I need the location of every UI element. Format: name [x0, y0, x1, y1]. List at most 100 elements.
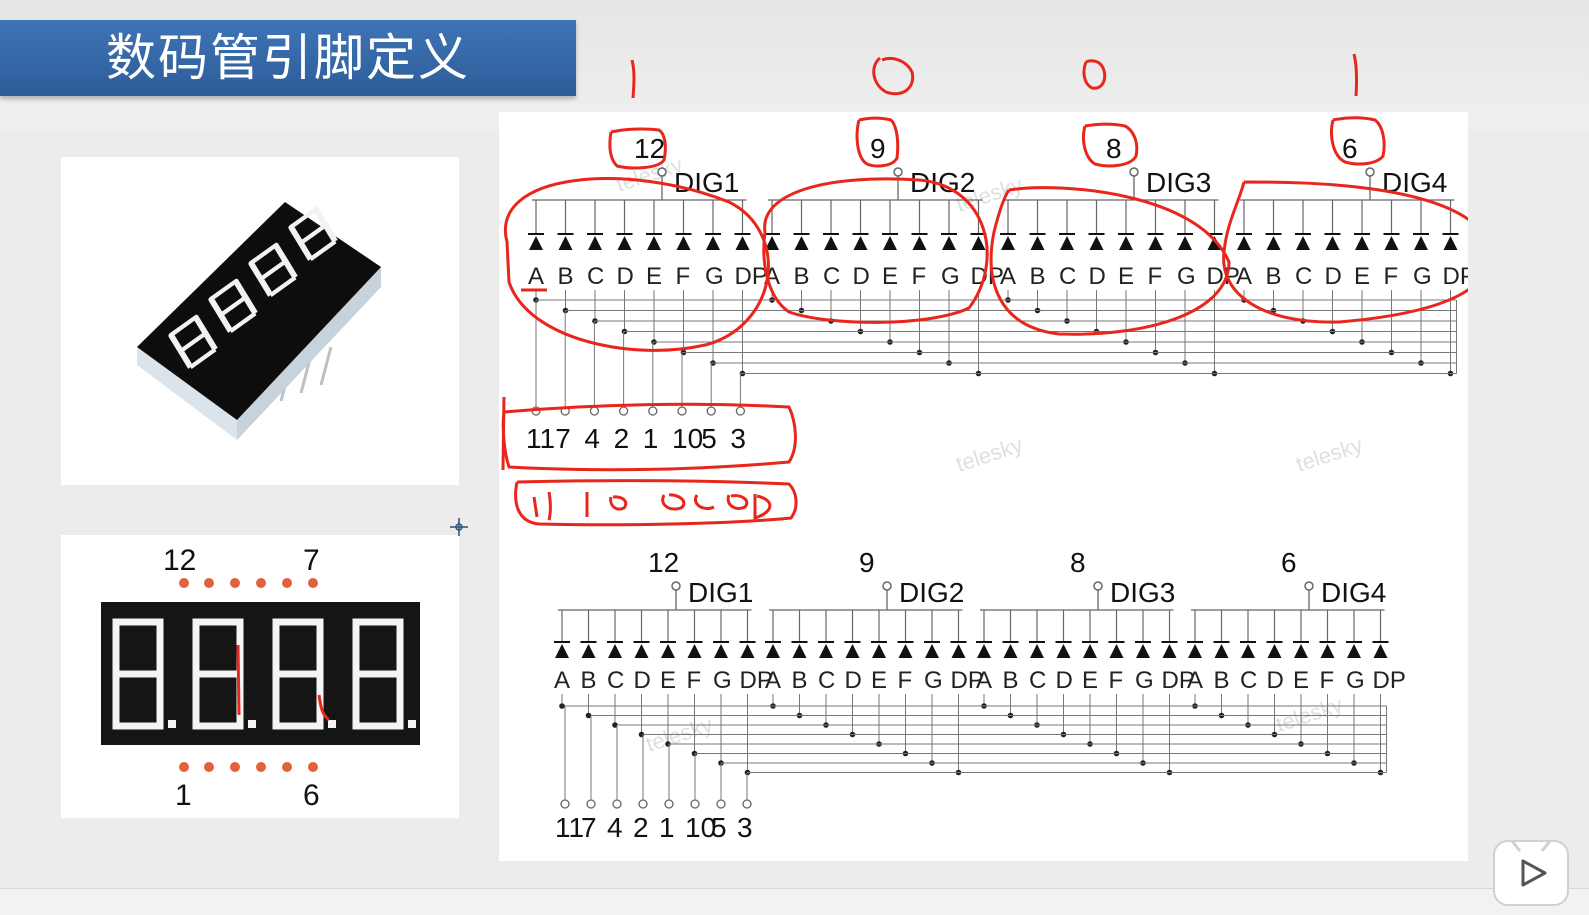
segment-label: A: [1000, 263, 1016, 290]
segment-label: F: [912, 263, 927, 290]
led-diode: [647, 236, 661, 250]
segment-pin-number: 2: [633, 812, 649, 843]
slide-title: 数码管引脚定义: [0, 20, 576, 96]
segment-label: E: [871, 667, 887, 694]
segment-label: B: [1003, 667, 1019, 694]
segment-label: D: [853, 263, 870, 290]
digit-label: DIG1: [688, 577, 753, 608]
segment-pin-node: [742, 799, 752, 809]
segment-pin-node: [589, 406, 600, 416]
segment-pin-number: 5: [711, 812, 727, 843]
segment-label: D: [1056, 667, 1073, 694]
led-diode: [1109, 644, 1124, 658]
segment-pin-node: [690, 799, 700, 809]
segment-label: G: [1135, 667, 1154, 694]
segment-label: B: [581, 667, 597, 694]
red-annotation-stroke: [762, 177, 989, 324]
segment-label: E: [1293, 667, 1309, 694]
segment-label: F: [687, 667, 702, 694]
led-diode: [529, 236, 543, 250]
segment-label: C: [1059, 263, 1076, 290]
pinout-decimal-point: [168, 720, 176, 728]
segment-pin-number: 7: [555, 423, 571, 454]
led-diode: [1003, 644, 1018, 658]
segment-label: G: [1177, 263, 1196, 290]
red-annotation-stroke: [501, 402, 797, 472]
segment-label: B: [1030, 263, 1046, 290]
play-button-icon[interactable]: [1490, 835, 1572, 909]
junction-dot: [585, 712, 592, 719]
segment-label: G: [1413, 263, 1432, 290]
led-diode: [740, 644, 755, 658]
red-annotation-stroke: [1330, 116, 1386, 166]
led-diode: [588, 236, 602, 250]
segment-label: F: [1320, 667, 1335, 694]
led-diode: [581, 644, 596, 658]
pinout-decimal-point: [408, 720, 416, 728]
led-diode: [1320, 644, 1335, 658]
led-diode: [1443, 236, 1458, 250]
handwritten-annotations: [501, 51, 1492, 527]
segment-label: G: [705, 263, 724, 290]
segment-label: G: [713, 667, 732, 694]
digit-label: DIG3: [1146, 167, 1211, 198]
led-diode: [1148, 236, 1163, 250]
led-diode: [971, 236, 986, 250]
led-diode: [792, 644, 807, 658]
led-diode: [1267, 644, 1282, 658]
pinout-digit: [352, 618, 404, 730]
led-diode: [735, 236, 750, 250]
segment-pin-node: [612, 799, 622, 809]
red-annotation-stroke: [503, 177, 770, 352]
digit-label: DIG4: [1321, 577, 1386, 608]
watermark-text: telesky: [1293, 432, 1366, 477]
common-pin-node: [1304, 581, 1314, 591]
segment-pin-node: [586, 799, 596, 809]
led-diode: [1030, 236, 1045, 250]
pin-12-label: 12: [163, 544, 196, 577]
red-annotation-stroke: [585, 492, 628, 517]
segment-label: B: [1214, 667, 1230, 694]
segment-pin-node: [716, 799, 726, 809]
led-diode: [608, 644, 622, 658]
digit-label: DIG2: [910, 167, 975, 198]
segment-pin-node: [638, 799, 648, 809]
led-diode: [1030, 644, 1044, 658]
segment-label: B: [792, 667, 808, 694]
led-diode: [942, 236, 956, 250]
segment-label: DP: [1443, 263, 1469, 290]
segment-label: G: [1346, 667, 1365, 694]
segment-label: DP: [951, 667, 984, 694]
pin-1-label: 1: [175, 779, 192, 812]
crosshair-cursor-icon: [450, 518, 468, 536]
led-diode: [634, 644, 649, 658]
led-diode: [1056, 644, 1071, 658]
segment-label: A: [1187, 667, 1203, 694]
digit-common-pin-label: 12: [634, 133, 665, 164]
segment-pin-node: [618, 406, 629, 416]
pinout-decimal-point: [248, 720, 256, 728]
segment-pin-node: [677, 406, 687, 416]
segment-label: A: [528, 263, 544, 290]
led-diode: [1296, 236, 1310, 250]
digit-label: DIG2: [899, 577, 964, 608]
segment-label: D: [634, 667, 651, 694]
display-photo: [61, 157, 459, 485]
led-diode: [617, 236, 632, 250]
segment-label: F: [898, 667, 913, 694]
led-diode: [676, 236, 691, 250]
pin-7-label: 7: [303, 544, 320, 577]
digit-common-pin-label: 6: [1342, 133, 1358, 164]
led-diode: [1266, 236, 1281, 250]
segment-pin-number: 5: [701, 423, 717, 454]
segment-label: B: [1266, 263, 1282, 290]
digit-common-pin-label: 8: [1070, 547, 1086, 578]
pinout-annotation-strokes: [236, 644, 330, 722]
segment-label: B: [794, 263, 810, 290]
segment-pin-node: [648, 406, 658, 416]
digit-common-pin-label: 9: [870, 133, 886, 164]
led-diode: [1119, 236, 1133, 250]
